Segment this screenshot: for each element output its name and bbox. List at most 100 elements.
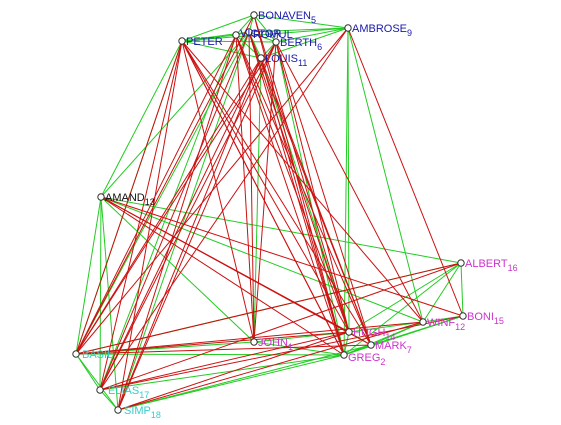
node-label-bonaven: BONAVEN5 <box>258 10 316 25</box>
node-ambrose[interactable] <box>344 24 352 32</box>
node-bonaven[interactable] <box>250 11 258 19</box>
edge-albert-winf <box>422 262 462 323</box>
node-name: AMBROSE <box>352 23 407 35</box>
edge-albert-boni <box>460 262 464 317</box>
edge-ambrose-winf <box>347 27 424 323</box>
node-number: 11 <box>298 58 307 68</box>
node-label-mark: MARK7 <box>375 340 412 355</box>
node-label-romul: ROMUL <box>253 29 293 41</box>
node-number: 5 <box>311 15 316 25</box>
node-greg[interactable] <box>340 351 348 359</box>
edge-louis-simp <box>117 57 262 411</box>
edge-basil-winf <box>75 321 424 355</box>
node-boni[interactable] <box>459 312 467 320</box>
edge-ambrose-boni <box>347 27 464 317</box>
node-label-john: JOHN1 <box>258 337 293 352</box>
node-winf[interactable] <box>419 318 427 326</box>
edge-amand-peter <box>100 40 183 198</box>
node-label-greg: GREG2 <box>348 352 385 367</box>
node-label-boni: BONI15 <box>467 311 504 326</box>
edge-mark-romul <box>248 31 372 346</box>
node-victor[interactable] <box>232 31 240 39</box>
edge-romul-elias <box>99 31 250 391</box>
edge-hugh-greg <box>343 331 350 356</box>
edge-louis-basil <box>75 57 262 355</box>
node-label-hugh: HUGH14 <box>353 327 395 342</box>
node-number: 7 <box>407 345 412 355</box>
node-louis[interactable] <box>257 54 265 62</box>
edge-basil-mark <box>75 344 372 355</box>
edge-simp-hugh <box>117 331 350 411</box>
edge-basil-simp <box>75 353 119 411</box>
node-amand[interactable] <box>97 193 105 201</box>
node-layer <box>72 11 467 414</box>
node-simp[interactable] <box>114 406 122 414</box>
edge-basil-greg <box>75 353 345 356</box>
edge-ambrose-greg <box>343 27 349 356</box>
edge-louis-greg <box>260 57 345 356</box>
node-label-louis: LOUIS11 <box>265 53 307 68</box>
edge-bonaven-greg <box>253 14 345 356</box>
edge-victor-mark <box>235 34 372 346</box>
node-name: GREG <box>348 352 380 364</box>
edge-elias-albert <box>99 262 462 391</box>
node-albert[interactable] <box>457 259 465 267</box>
edge-simp-winf <box>117 321 424 411</box>
node-label-peter: PETER <box>186 36 223 48</box>
edge-john-victor <box>235 34 255 343</box>
node-label-amand: AMAND13 <box>105 192 155 207</box>
edge-amand-simp <box>100 196 119 411</box>
node-name: JOHN <box>258 337 288 349</box>
node-peter[interactable] <box>178 37 186 45</box>
node-name: BONI <box>467 311 494 323</box>
edge-berth-elias <box>99 41 277 391</box>
node-name: WINF <box>427 317 455 329</box>
node-elias[interactable] <box>96 386 104 394</box>
edge-bonaven-ambrose <box>253 14 349 29</box>
edge-amand-basil <box>75 196 102 355</box>
edge-winf-berth <box>275 41 424 323</box>
node-number: 16 <box>508 263 518 273</box>
node-number: 15 <box>494 316 504 326</box>
edge-elias-simp <box>99 389 119 411</box>
edge-elias-victor <box>99 34 237 391</box>
edge-amand-winf <box>100 196 424 323</box>
edge-basil-hugh <box>75 331 350 355</box>
edge-peter-winf <box>181 40 424 323</box>
edge-layer <box>75 14 464 411</box>
node-hugh[interactable] <box>345 328 353 336</box>
node-name: ELIAS <box>108 385 139 397</box>
node-number: 1 <box>288 342 293 352</box>
node-name: ALBERT <box>465 258 508 270</box>
edge-peter-louis <box>181 40 262 59</box>
edge-peter-elias <box>99 40 183 391</box>
node-label-berth: BERTH6 <box>280 37 322 52</box>
edge-ambrose-peter <box>181 27 349 42</box>
edge-simp-romul <box>117 31 250 411</box>
node-name: BERTH <box>280 37 317 49</box>
node-label-elias: ELIAS17 <box>108 385 149 400</box>
edge-louis-elias <box>99 57 262 391</box>
node-name: SIMP <box>124 405 151 417</box>
node-john[interactable] <box>250 338 258 346</box>
edge-bonaven-berth <box>253 14 277 43</box>
edge-ambrose-elias <box>99 27 349 391</box>
edge-victor-basil <box>75 34 237 355</box>
node-romul[interactable] <box>245 28 253 36</box>
node-name: ROMUL <box>253 29 293 41</box>
edge-bonaven-hugh <box>253 14 350 333</box>
edge-ambrose-basil <box>75 27 349 355</box>
edge-amand-greg <box>100 196 345 356</box>
node-name: AMAND <box>105 192 145 204</box>
node-berth[interactable] <box>272 38 280 46</box>
edge-victor-greg <box>235 34 345 356</box>
node-mark[interactable] <box>367 341 375 349</box>
edge-amand-elias <box>99 196 102 391</box>
edge-ambrose-romul <box>248 27 349 33</box>
edge-amand-john <box>100 196 255 343</box>
node-basil[interactable] <box>72 350 80 358</box>
edge-berth-hugh <box>275 41 350 333</box>
edge-romul-greg <box>248 31 345 356</box>
